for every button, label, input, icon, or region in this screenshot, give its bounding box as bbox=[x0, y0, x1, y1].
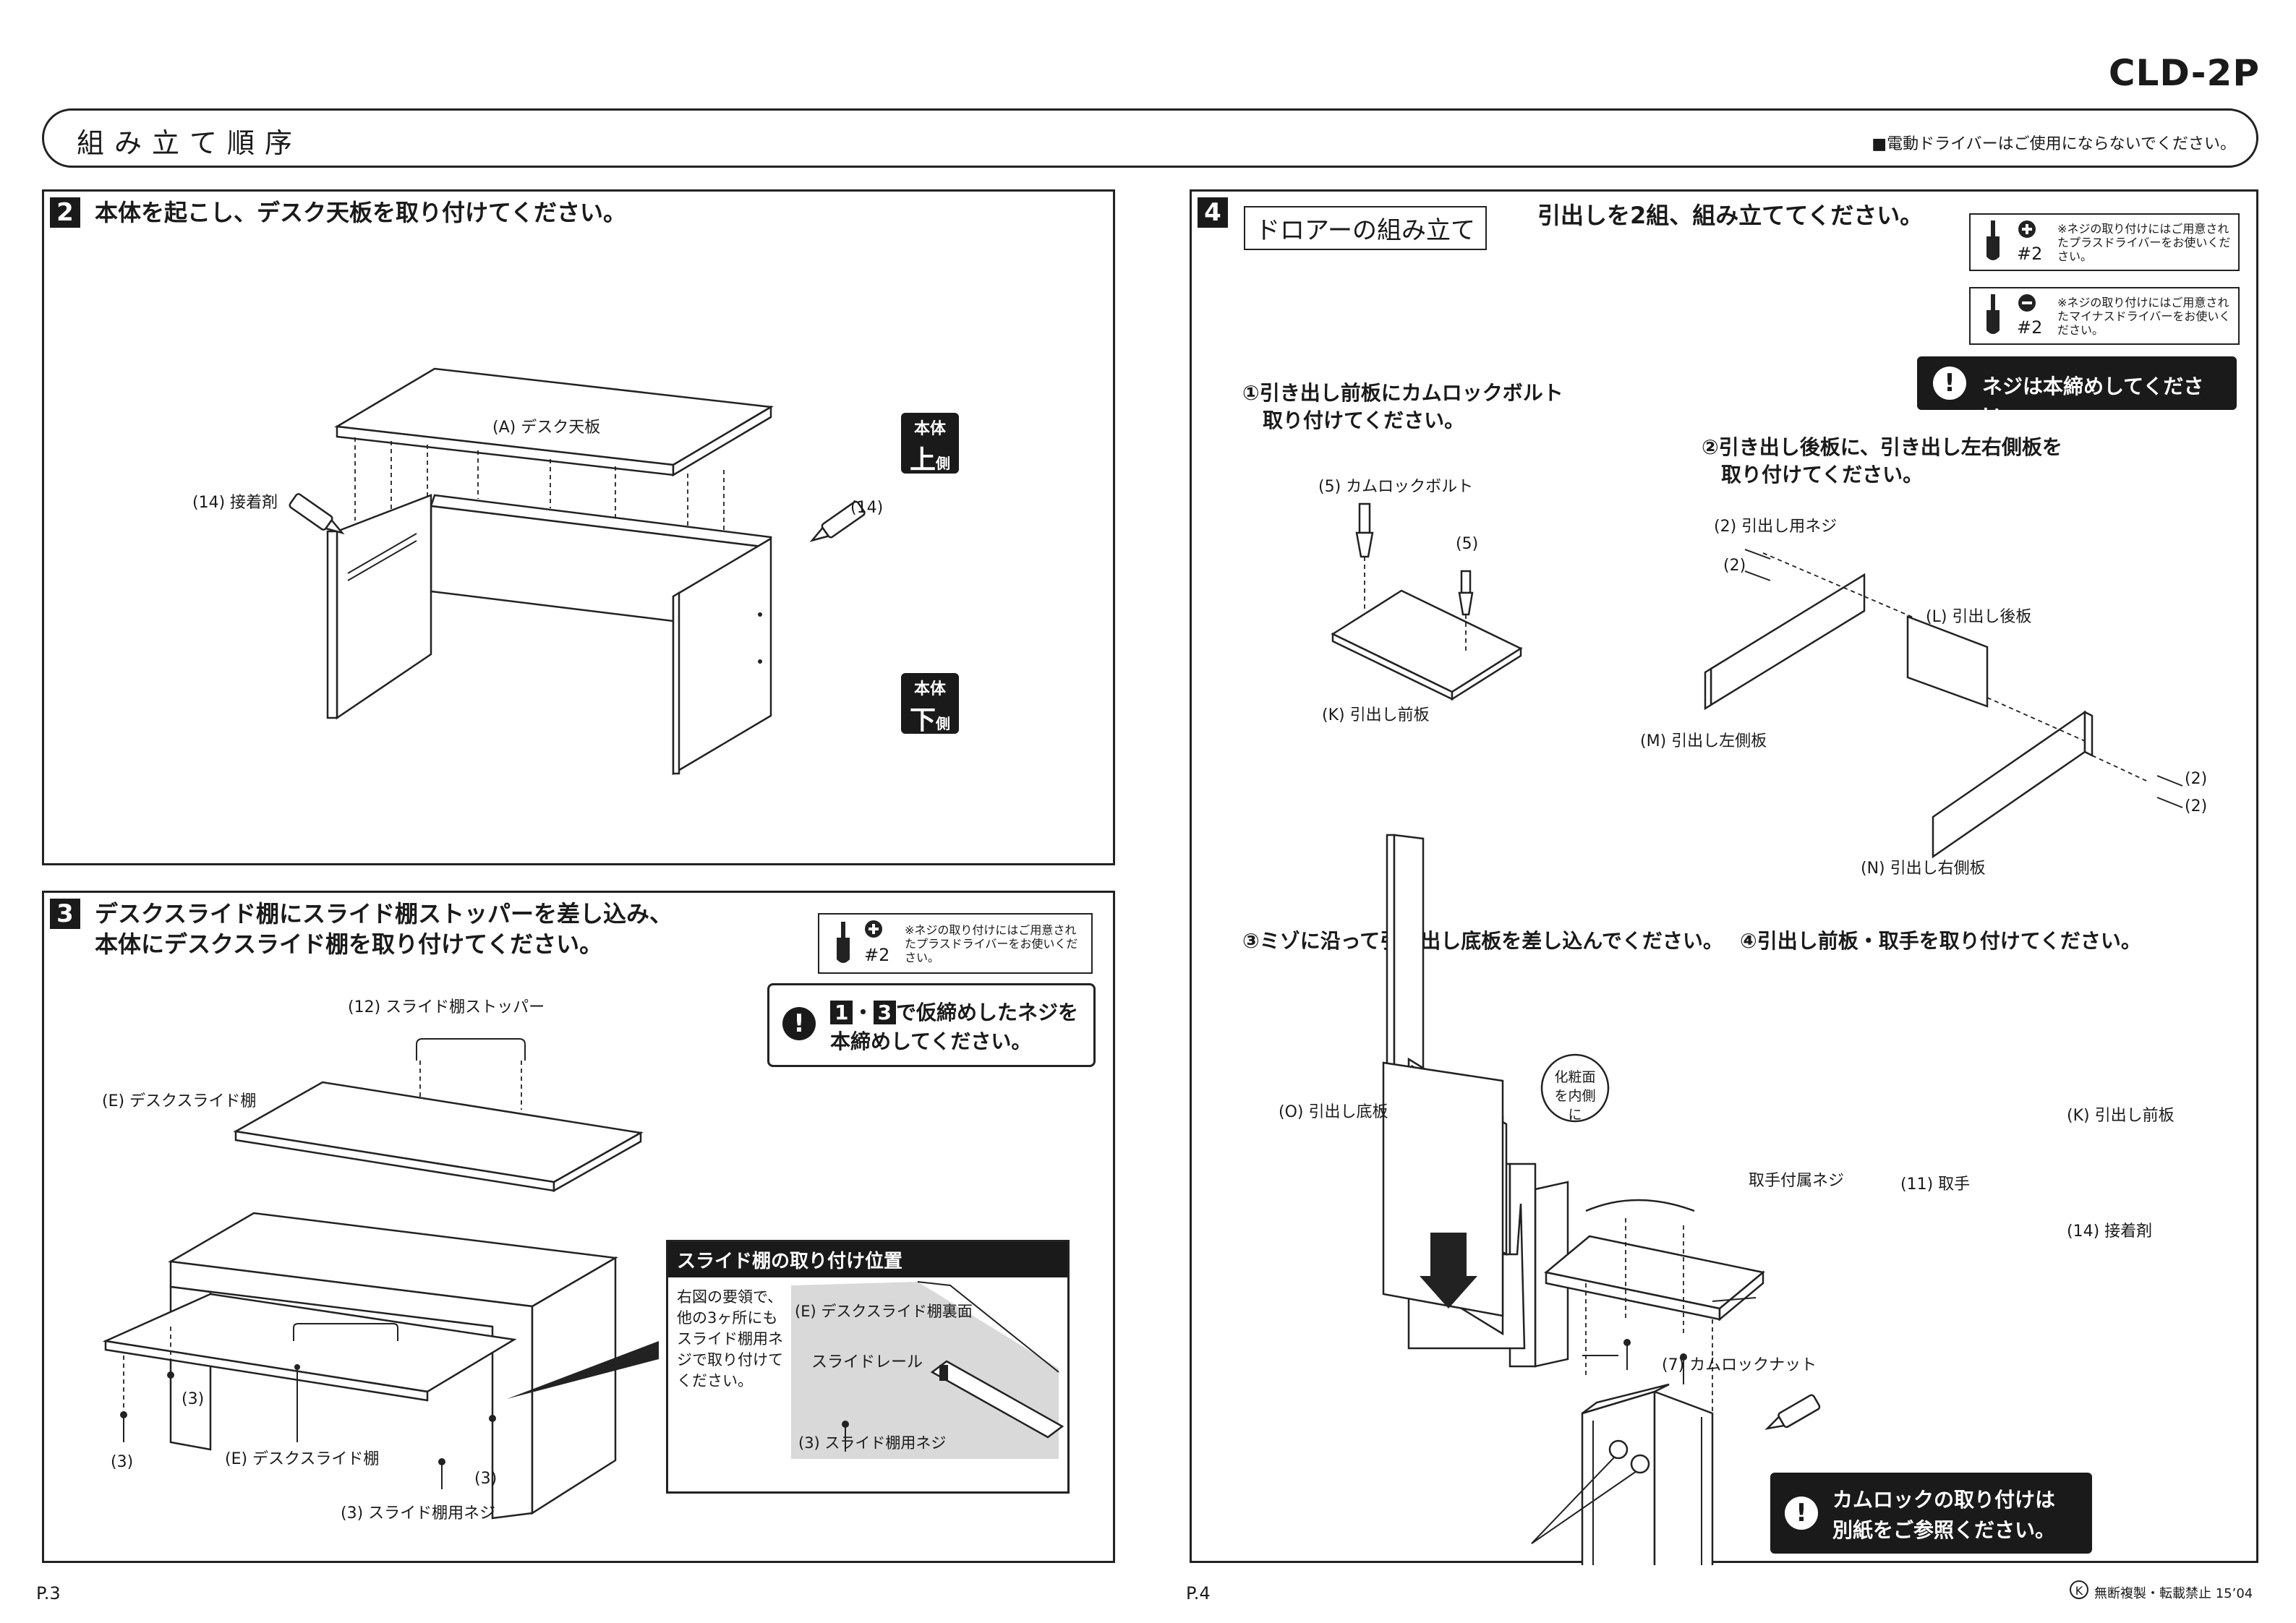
header-note: ■電動ドライバーはご使用にならないでください。 bbox=[1872, 135, 2236, 153]
inset-illustration bbox=[791, 1281, 1064, 1459]
screwdriver-plus-icon-4 bbox=[1986, 220, 2036, 260]
step4-illustration bbox=[1331, 502, 2183, 1565]
inset-label-back: (E) デスクスライド棚裏面 bbox=[795, 1303, 973, 1320]
step3-instruction-line1: デスクスライド棚にスライド棚ストッパーを差し込み、 bbox=[95, 900, 673, 928]
label-screw-3b: (3) bbox=[111, 1453, 134, 1471]
label-bottom-board: (O) 引出し底板 bbox=[1279, 1103, 1388, 1121]
label-front-board: (K) 引出し前板 bbox=[1322, 706, 1430, 724]
step4-instruction: 引出しを2組、組み立ててください。 bbox=[1537, 202, 1924, 229]
inset-title: スライド棚の取り付け位置 bbox=[668, 1242, 1067, 1277]
label-2c: (2) bbox=[2185, 797, 2208, 815]
copyright-mark-icon: K bbox=[2070, 1580, 2088, 1599]
screwdriver-minus-box: #2 ※ネジの取り付けにはご用意されたマイナスドライバーをお使いください。 bbox=[1969, 287, 2240, 345]
copyright-note: 無断複製・転載禁止 15’04 bbox=[2094, 1586, 2253, 1601]
inset-mounting-position: スライド棚の取り付け位置 右図の要領で、他の3ヶ所にもスライド棚用ネジで取り付け… bbox=[666, 1240, 1070, 1494]
label-5: (5) bbox=[1456, 535, 1479, 553]
step2-panel: 2 本体を起こし、デスク天板を取り付けてください。 (A) デスク天板 (14)… bbox=[42, 189, 1115, 865]
camlock-warning: ! カムロックの取り付けは 別紙をご参照ください。 bbox=[1770, 1473, 2092, 1554]
label-screw-3c: (3) bbox=[474, 1470, 498, 1488]
model-number: CLD-2P bbox=[2108, 52, 2260, 94]
label-front-board-2: (K) 引出し前板 bbox=[2067, 1107, 2175, 1125]
page-title: 組み立て順序 bbox=[77, 127, 303, 159]
label-back-board: (L) 引出し後板 bbox=[1926, 608, 2032, 626]
screwdriver-plus-icon bbox=[837, 920, 882, 963]
tighten-warning: ! ネジは本締めしてください。 bbox=[1917, 356, 2237, 427]
label-2: (2) bbox=[1723, 557, 1746, 575]
substep4: ④引出し前板・取手を取り付けてください。 bbox=[1740, 929, 2141, 953]
label-slide-shelf-2: (E) デスクスライド棚 bbox=[225, 1450, 380, 1468]
step2-number: 2 bbox=[50, 197, 80, 228]
inset-label-rail: スライドレール bbox=[811, 1353, 923, 1371]
label-screw-3a: (3) bbox=[182, 1390, 205, 1408]
label-right-side: (N) 引出し右側板 bbox=[1861, 860, 1986, 878]
step3-illustration bbox=[102, 1038, 659, 1520]
screwdriver-note: ※ネジの取り付けにはご用意されたプラスドライバーをお使いください。 bbox=[905, 923, 1078, 964]
screwdriver-minus-icon bbox=[1986, 294, 2036, 334]
screwdriver-plus-box-4: #2 ※ネジの取り付けにはご用意されたプラスドライバーをお使いください。 bbox=[1969, 213, 2240, 271]
step2-illustration bbox=[289, 367, 866, 776]
label-2b: (2) bbox=[2185, 770, 2208, 788]
label-drawer-screw: (2) 引出し用ネジ bbox=[1714, 518, 1838, 536]
substep3: ③ミゾに沿って引き出し底板を差し込んでください。 bbox=[1242, 929, 1723, 953]
substep2-line2: 取り付けてください。 bbox=[1721, 463, 1924, 487]
page-number-left: P.3 bbox=[36, 1583, 61, 1603]
label-camlock-nut: (7) カムロックナット bbox=[1662, 1356, 1817, 1374]
label-slide-screw: (3) スライド棚用ネジ bbox=[341, 1504, 496, 1523]
exclamation-icon-4: ! bbox=[1933, 367, 1966, 400]
exclamation-icon: ! bbox=[782, 1007, 816, 1040]
badge-body-top: 本体 上側 bbox=[901, 413, 959, 475]
label-stopper: (12) スライド棚ストッパー bbox=[348, 998, 545, 1016]
step3-number: 3 bbox=[50, 899, 80, 929]
page-number-right: P.4 bbox=[1186, 1583, 1211, 1603]
label-desk-top: (A) デスク天板 bbox=[492, 419, 601, 437]
exclamation-icon-camlock: ! bbox=[1785, 1496, 1818, 1530]
label-left-side: (M) 引出し左側板 bbox=[1640, 732, 1767, 750]
label-glue: (14) 接着剤 bbox=[2067, 1222, 2153, 1241]
substep2-line1: ②引き出し後板に、引き出し左右側板を bbox=[1702, 435, 2062, 459]
inset-description: 右図の要領で、他の3ヶ所にもスライド棚用ネジで取り付けてください。 bbox=[677, 1288, 783, 1389]
warn-step-3: 3 bbox=[873, 1001, 896, 1024]
screwdriver-minus-note: ※ネジの取り付けにはご用意されたマイナスドライバーをお使いください。 bbox=[2057, 296, 2231, 337]
screwdriver-plus-box: #2 ※ネジの取り付けにはご用意されたプラスドライバーをお使いください。 bbox=[818, 913, 1093, 974]
label-glue-left: (14) 接着剤 bbox=[192, 494, 278, 512]
step4-panel: 4 ドロアーの組み立て 引出しを2組、組み立ててください。 #2 ※ネジの取り付… bbox=[1190, 189, 2258, 1565]
screw-size: #2 bbox=[864, 945, 890, 965]
screwdriver-plus-note: ※ネジの取り付けにはご用意されたプラスドライバーをお使いください。 bbox=[2057, 222, 2231, 263]
step3-panel: 3 デスクスライド棚にスライド棚ストッパーを差し込み、 本体にデスクスライド棚を… bbox=[42, 891, 1115, 1563]
step3-instruction-line2: 本体にデスクスライド棚を取り付けてください。 bbox=[95, 930, 603, 958]
label-slide-shelf: (E) デスクスライド棚 bbox=[102, 1092, 257, 1110]
substep1-line2: 取り付けてください。 bbox=[1263, 408, 1465, 432]
label-camlock-bolt: (5) カムロックボルト bbox=[1318, 478, 1474, 496]
section-title-bar: 組み立て順序 ■電動ドライバーはご使用にならないでください。 bbox=[42, 108, 2258, 168]
step2-instruction: 本体を起こし、デスク天板を取り付けてください。 bbox=[95, 199, 627, 226]
label-handle-screw: 取手付属ネジ bbox=[1749, 1172, 1845, 1190]
drawer-assembly-title: ドロアーの組み立て bbox=[1244, 206, 1487, 250]
label-face-inside: 化粧面を内側に bbox=[1554, 1069, 1596, 1123]
substep1-line1: ①引き出し前板にカムロックボルト bbox=[1242, 381, 1563, 405]
badge-body-bottom: 本体 下側 bbox=[901, 673, 959, 735]
inset-label-screw: (3) スライド棚用ネジ bbox=[798, 1434, 947, 1452]
label-glue-right: (14) bbox=[850, 499, 884, 517]
warn-step-1: 1 bbox=[830, 1001, 853, 1024]
step4-number: 4 bbox=[1198, 197, 1228, 228]
label-handle: (11) 取手 bbox=[1900, 1176, 1971, 1194]
